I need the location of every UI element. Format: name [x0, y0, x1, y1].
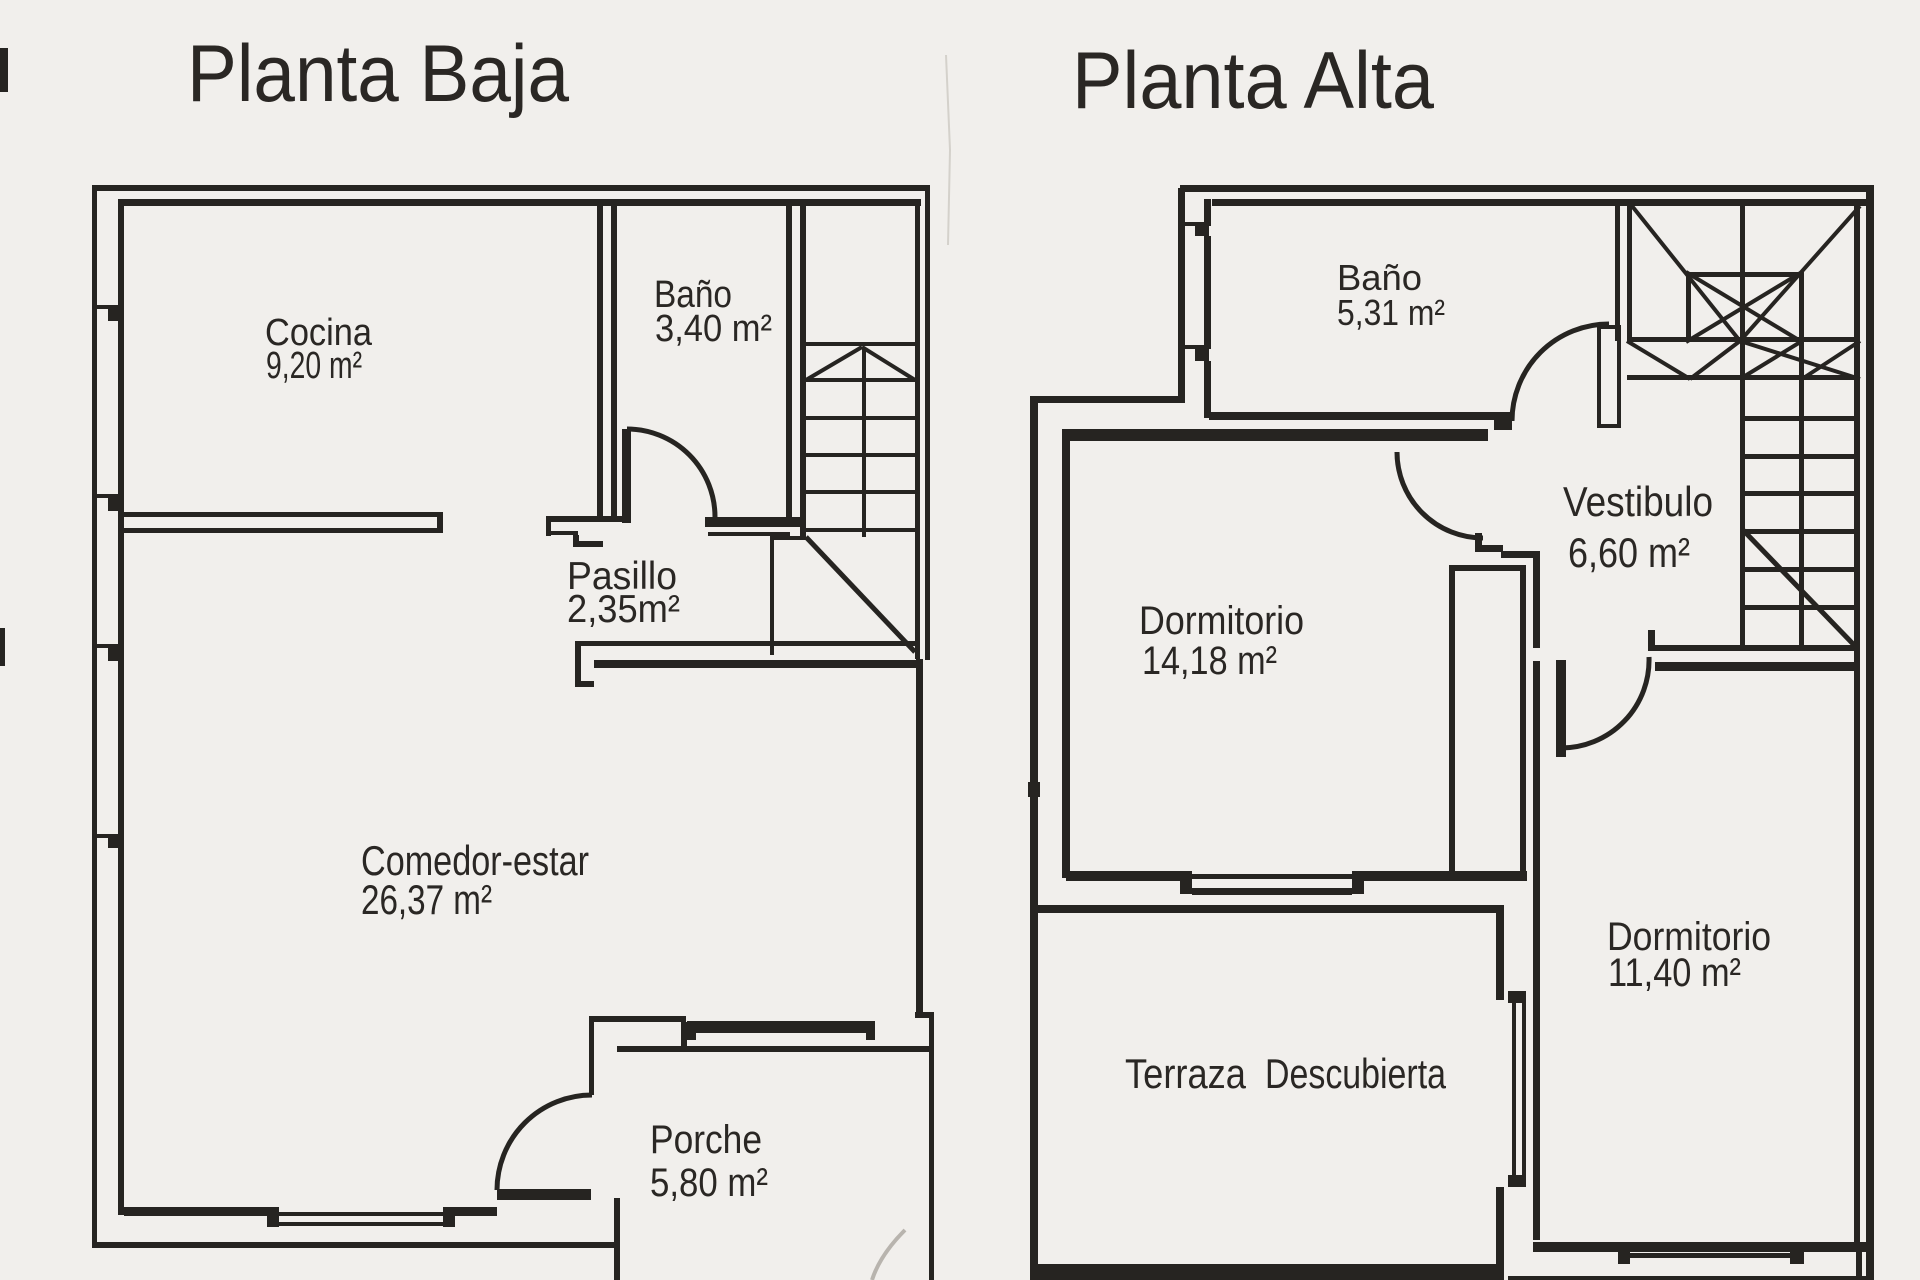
svg-text:5,31 m²: 5,31 m² — [1337, 292, 1445, 333]
svg-text:Dormitorio: Dormitorio — [1139, 599, 1304, 643]
svg-text:3,40 m²: 3,40 m² — [655, 308, 772, 350]
svg-text:26,37 m²: 26,37 m² — [361, 876, 492, 923]
svg-text:Terraza: Terraza — [1125, 1050, 1247, 1097]
svg-text:Vestibulo: Vestibulo — [1563, 478, 1713, 525]
svg-text:11,40 m²: 11,40 m² — [1608, 951, 1741, 995]
svg-text:Planta Alta: Planta Alta — [1072, 36, 1435, 126]
svg-text:Porche: Porche — [650, 1118, 762, 1162]
svg-text:Baño: Baño — [1337, 257, 1422, 298]
svg-text:Dormitorio: Dormitorio — [1607, 915, 1771, 959]
svg-text:Pasillo: Pasillo — [567, 555, 677, 598]
svg-text:Planta Baja: Planta Baja — [187, 29, 570, 119]
svg-text:2,35m²: 2,35m² — [567, 588, 680, 631]
svg-text:9,20 m²: 9,20 m² — [266, 345, 362, 387]
svg-text:Baño: Baño — [654, 274, 732, 316]
svg-text:5,80 m²: 5,80 m² — [650, 1161, 768, 1205]
svg-text:Comedor-estar: Comedor-estar — [361, 837, 589, 884]
svg-text:Descubierta: Descubierta — [1265, 1050, 1447, 1097]
svg-text:14,18 m²: 14,18 m² — [1142, 639, 1277, 683]
svg-text:6,60 m²: 6,60 m² — [1568, 529, 1690, 576]
svg-text:Cocina: Cocina — [265, 312, 373, 354]
